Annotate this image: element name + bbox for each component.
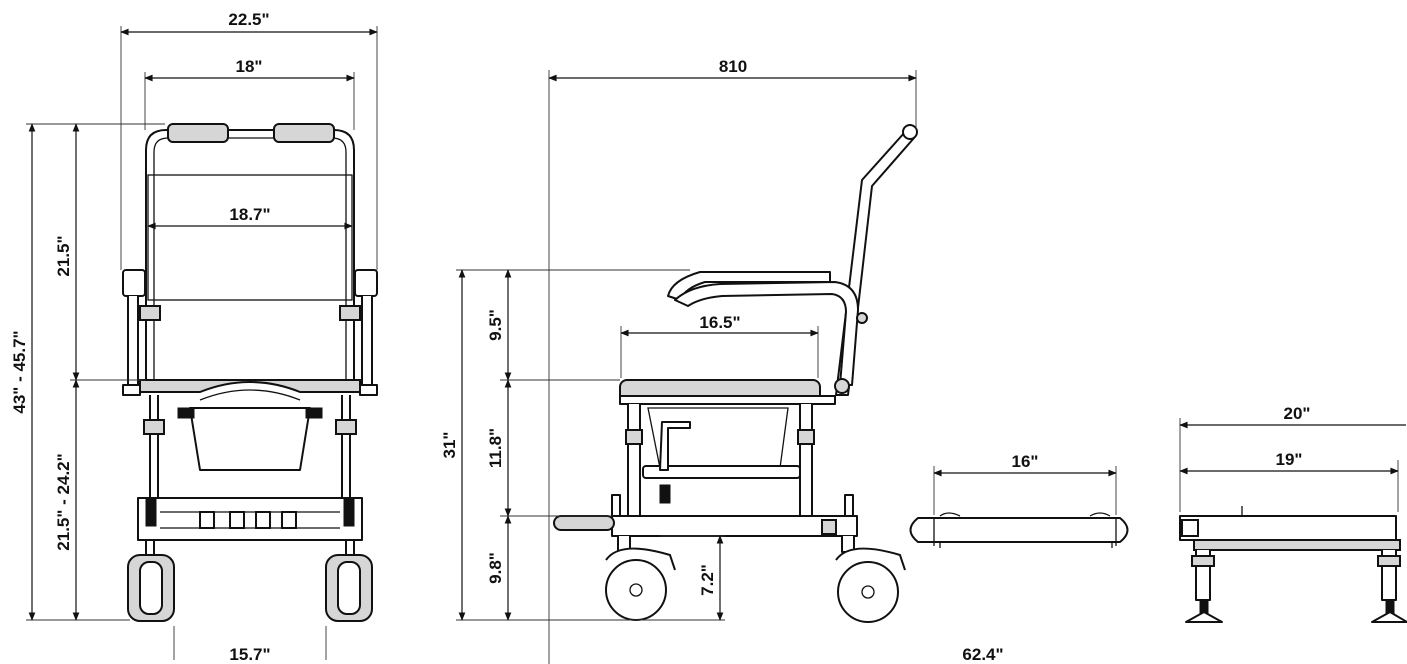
label-lower-section: 9.8" [486,552,505,584]
label-seat-width: 18.7" [229,205,270,224]
label-end-inner-width: 19" [1276,450,1303,469]
label-seat-height: 21.5" - 24.2" [54,453,73,550]
label-backrest-height: 21.5" [54,235,73,276]
label-overall-width: 22.5" [228,10,269,29]
end-drawing [1179,506,1407,623]
label-overall-length: 62.4" [962,645,1003,664]
label-overall-height: 43" - 45.7" [10,330,29,413]
end-view: 20" 19" [1179,404,1407,623]
label-end-overall-width: 20" [1284,404,1311,423]
label-total-height: 31" [440,432,459,459]
label-seat-depth: 16.5" [699,313,740,332]
label-footrest-width: 16" [1012,452,1039,471]
front-view: 22.5" 18" 18.7" 15.7" 43" - 45.7" 21.5" … [10,10,378,664]
label-top-length: 810 [719,57,747,76]
side-chair-drawing [553,124,918,623]
footrest-drawing [909,512,1129,548]
label-seat-section: 11.8" [486,428,505,468]
label-wheel-height: 7.2" [698,564,717,596]
footrest-view: 16" [909,452,1129,548]
label-base-width: 15.7" [229,645,270,664]
side-view: 810 16.5" 31" 9.5" 11.8" 9.8" 7.2" 62.4" [440,57,1004,664]
label-inner-width: 18" [236,57,263,76]
front-chair-drawing [122,123,378,622]
label-armrest-height: 9.5" [486,309,505,341]
